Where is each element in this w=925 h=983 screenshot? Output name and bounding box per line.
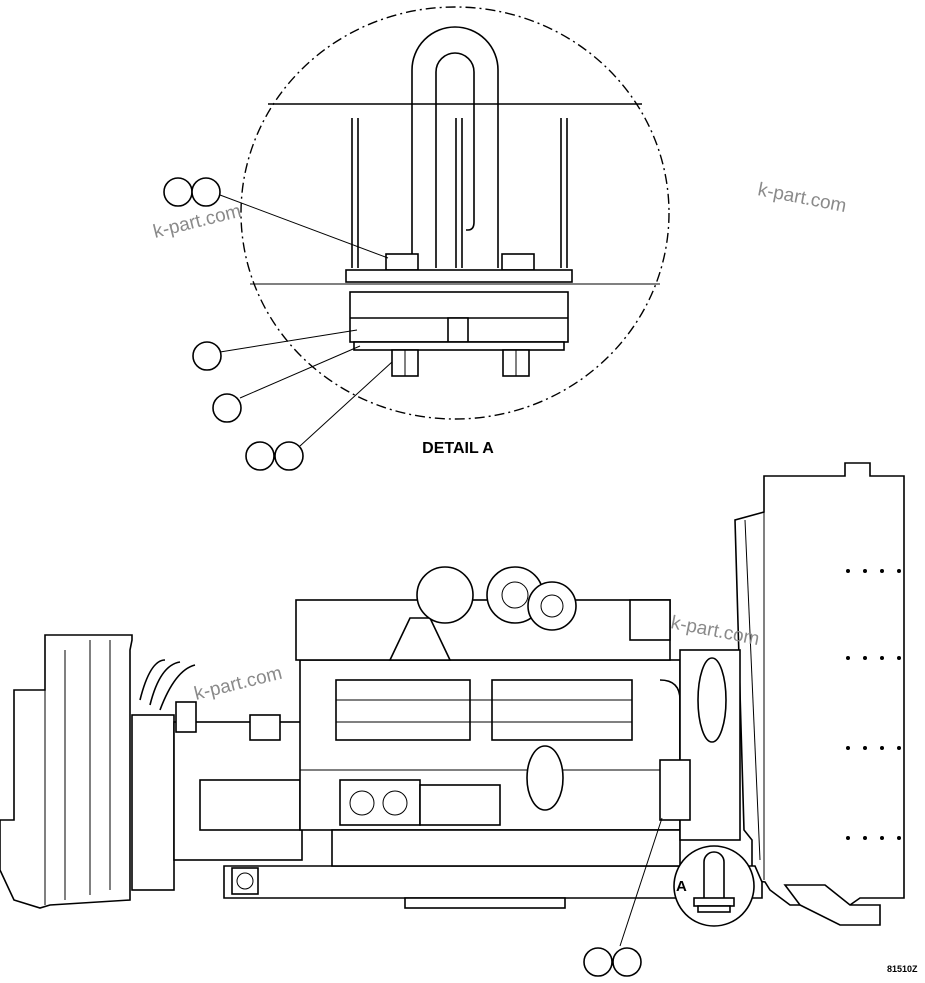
callout-bubble bbox=[192, 341, 222, 371]
detail-title: DETAIL A bbox=[422, 440, 494, 457]
callout-bubble bbox=[212, 393, 242, 423]
upper-plate bbox=[345, 269, 573, 283]
intake-manifold bbox=[295, 599, 671, 661]
generator-housing bbox=[0, 634, 133, 909]
engine-assembly: A bbox=[0, 462, 905, 977]
callout-bubble bbox=[612, 947, 642, 977]
radiator bbox=[734, 462, 905, 906]
callout-c1[interactable] bbox=[163, 177, 221, 207]
leader-c2 bbox=[219, 329, 358, 353]
detail-circle bbox=[240, 6, 670, 420]
callout-c3[interactable] bbox=[212, 393, 242, 423]
leader-c3 bbox=[239, 345, 361, 399]
turbo-housing bbox=[416, 566, 474, 624]
callout-c4[interactable] bbox=[245, 441, 304, 471]
leader-c4 bbox=[299, 361, 393, 447]
watermark: k-part.com bbox=[756, 179, 848, 217]
detail-marker: A bbox=[676, 878, 687, 895]
cables bbox=[139, 659, 196, 711]
mount-bracket bbox=[199, 779, 301, 831]
upper-nut-right bbox=[501, 253, 535, 271]
upper-nut-left bbox=[385, 253, 419, 271]
watermark: k-part.com bbox=[151, 201, 243, 243]
watermark: k-part.com bbox=[192, 663, 284, 705]
radiator-bolt-row bbox=[846, 569, 901, 840]
lower-plate bbox=[353, 341, 565, 351]
generator-adapter bbox=[131, 714, 175, 891]
leader-c5 bbox=[619, 817, 663, 947]
starter bbox=[339, 779, 421, 826]
detail-a-view: DETAIL A bbox=[163, 6, 670, 471]
turbocharger-right bbox=[527, 581, 577, 631]
oil-pan bbox=[331, 829, 681, 867]
oil-filter bbox=[526, 745, 564, 811]
callout-bubble bbox=[191, 177, 221, 207]
callout-c2[interactable] bbox=[192, 341, 222, 371]
callout-bubble bbox=[163, 177, 193, 207]
valve-cover-left bbox=[335, 679, 471, 741]
leader-c1 bbox=[219, 194, 389, 259]
radiator-foot bbox=[783, 884, 881, 926]
callout-bubble bbox=[274, 441, 304, 471]
callout-c5[interactable] bbox=[583, 947, 642, 977]
valve-cover-right bbox=[491, 679, 633, 741]
fan-pulley bbox=[697, 657, 727, 743]
u-bolt-inner bbox=[435, 52, 475, 268]
base-skid bbox=[404, 897, 566, 909]
figure-code: 81510Z bbox=[887, 964, 918, 974]
callout-bubble bbox=[583, 947, 613, 977]
u-bolt-outer bbox=[411, 26, 499, 268]
callout-bubble bbox=[245, 441, 275, 471]
